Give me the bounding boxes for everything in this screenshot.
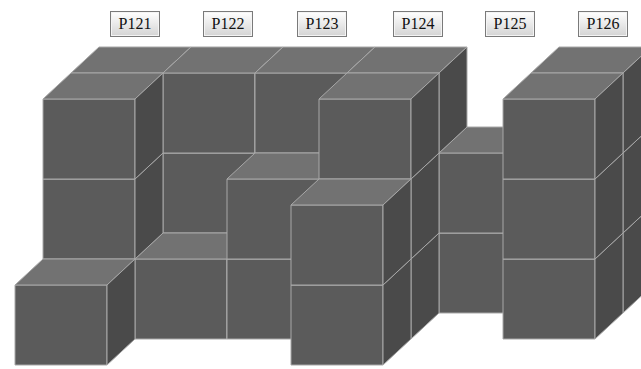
column-label: P126: [578, 11, 629, 37]
cube-front-face: [503, 99, 595, 179]
cube: [43, 73, 163, 179]
cube-right-face: [107, 259, 135, 365]
cube-right-face: [623, 47, 641, 153]
cube-front-face: [135, 259, 227, 339]
cube-front-face: [15, 285, 107, 365]
cube-top-face: [531, 47, 641, 73]
cube-front-face: [291, 205, 383, 285]
label-text: P124: [402, 15, 435, 33]
cube-right-face: [383, 179, 411, 285]
column-label: P123: [297, 11, 348, 37]
column-label: P121: [110, 11, 161, 37]
cube-front-face: [503, 179, 595, 259]
cube: [503, 73, 623, 179]
label-text: P123: [306, 15, 339, 33]
cube-front-face: [319, 99, 411, 179]
cube-right-face: [411, 73, 439, 179]
cube-right-face: [135, 73, 163, 179]
label-text: P122: [212, 15, 245, 33]
cube-right-face: [595, 73, 623, 179]
cube-front-face: [43, 99, 135, 179]
cube: [319, 73, 439, 179]
label-text: P125: [494, 15, 527, 33]
label-text: P126: [587, 15, 620, 33]
column-label: P122: [203, 11, 254, 37]
column-label: P125: [485, 11, 536, 37]
label-text: P121: [119, 15, 152, 33]
cube: [291, 179, 411, 285]
cube-right-face: [439, 47, 467, 153]
cube-front-face: [291, 285, 383, 365]
cube-front-face: [503, 259, 595, 339]
cube: [15, 259, 135, 365]
column-label: P124: [393, 11, 444, 37]
cube-front-face: [43, 179, 135, 259]
cube-front-face: [163, 73, 255, 153]
